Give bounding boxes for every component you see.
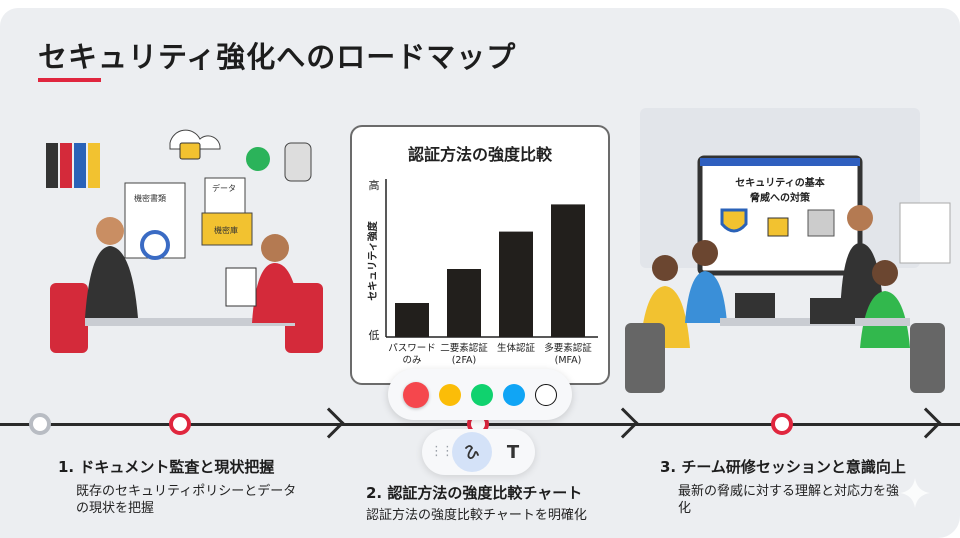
bar-chart: 高 低 セキュリティ強度 パスワードのみ 二要素認証(2FA) 生体認証多要素認証(… (366, 178, 598, 366)
person-blue (692, 240, 718, 266)
person-woman (261, 234, 289, 262)
timeline-node-3 (771, 413, 793, 435)
person-man (96, 217, 124, 245)
desk (85, 318, 295, 326)
chair (50, 283, 88, 353)
person-yellow (652, 255, 678, 281)
category-label: パスワード (388, 343, 436, 354)
bar-1 (447, 269, 481, 337)
drawing-tools-toolbar: ⋮⋮ T (422, 429, 535, 475)
binder (88, 143, 100, 188)
safe-icon (807, 209, 835, 237)
data-label: データ (212, 183, 236, 193)
laptop (810, 298, 855, 324)
folder-label: 機密庫 (214, 225, 238, 235)
magnifier-icon (140, 230, 170, 260)
category-label: (MFA) (555, 355, 582, 366)
timeline-start-node (29, 413, 51, 435)
binder (60, 143, 72, 188)
color-blue-swatch[interactable] (503, 383, 525, 406)
color-red-swatch[interactable] (403, 381, 429, 408)
presenter (847, 205, 873, 231)
freehand-pen-button[interactable] (452, 432, 492, 472)
chair (625, 323, 665, 393)
check-icon (246, 147, 270, 171)
step-description: 既存のセキュリティポリシーとデータの現状を把握 (76, 484, 297, 516)
category-label: 多要素認証 (544, 342, 592, 354)
chart-title: 認証方法の強度比較 (407, 145, 552, 164)
step-description: 認証方法の強度比較チャートを明確化 (366, 508, 587, 523)
slide: セキュリティ強化へのロードマップ 機密書類 データ 機密庫 セキュリティの基本 … (0, 8, 960, 538)
step-heading: 1. ドキュメント監査と現状把握 (58, 458, 275, 476)
screen-line-2: 脅威への対策 (749, 191, 811, 204)
binder (46, 143, 58, 188)
step-3: 3. チーム研修セッションと意識向上 最新の脅威に対する理解と対応力を強化 (660, 456, 908, 517)
color-yellow-swatch[interactable] (439, 383, 461, 406)
bar-2 (499, 231, 533, 337)
y-low-label: 低 (369, 329, 380, 342)
category-label: 二要素認証 (440, 342, 488, 354)
category-label: 生体認証 (497, 342, 536, 354)
laptop (735, 293, 775, 318)
step-description: 最新の脅威に対する理解と対応力を強化 (678, 484, 900, 516)
person-green (872, 260, 898, 286)
auth-strength-chart-card: 認証方法の強度比較 高 低 セキュリティ強度 パスワードのみ 二要素認証(2FA)… (350, 125, 610, 385)
text-tool-button[interactable]: T (506, 441, 520, 463)
screen-line-1: セキュリティの基本 (735, 176, 825, 189)
slide-title: セキュリティ強化へのロードマップ (38, 40, 517, 74)
document-audit-illustration: 機密書類 データ 機密庫 (46, 129, 323, 353)
binder (74, 143, 86, 188)
chair (910, 323, 945, 393)
category-label: (2FA) (452, 355, 477, 366)
title-underline (38, 78, 101, 82)
bar-3 (551, 204, 585, 337)
database-icon (284, 142, 312, 182)
chart-poster (899, 202, 951, 264)
drag-handle-icon[interactable]: ⋮⋮ (430, 444, 454, 459)
freehand-pen-icon (465, 445, 479, 460)
lock-icon (767, 217, 789, 237)
folder-icon (201, 212, 253, 246)
doc-label: 機密書類 (134, 193, 166, 203)
timeline-node-1 (169, 413, 191, 435)
color-palette-toolbar (388, 369, 572, 420)
step-heading: 3. チーム研修セッションと意識向上 (660, 458, 906, 476)
team-training-illustration: セキュリティの基本 脅威への対策 (625, 155, 951, 393)
step-2: 2. 認証方法の強度比較チャート 認証方法の強度比較チャートを明確化 (366, 482, 636, 524)
step-1: 1. ドキュメント監査と現状把握 既存のセキュリティポリシーとデータの現状を把握 (58, 456, 306, 517)
y-high-label: 高 (369, 178, 380, 192)
step-heading: 2. 認証方法の強度比較チャート (366, 484, 583, 502)
category-label: のみ (402, 355, 421, 366)
lock-icon (179, 142, 201, 160)
y-axis-label: セキュリティ強度 (366, 220, 379, 300)
bar-0 (395, 303, 429, 337)
color-white-swatch[interactable] (535, 383, 557, 406)
sparkle-icon (900, 478, 930, 508)
shield-icon (720, 208, 748, 233)
color-green-swatch[interactable] (471, 383, 493, 406)
tablet (225, 267, 257, 307)
